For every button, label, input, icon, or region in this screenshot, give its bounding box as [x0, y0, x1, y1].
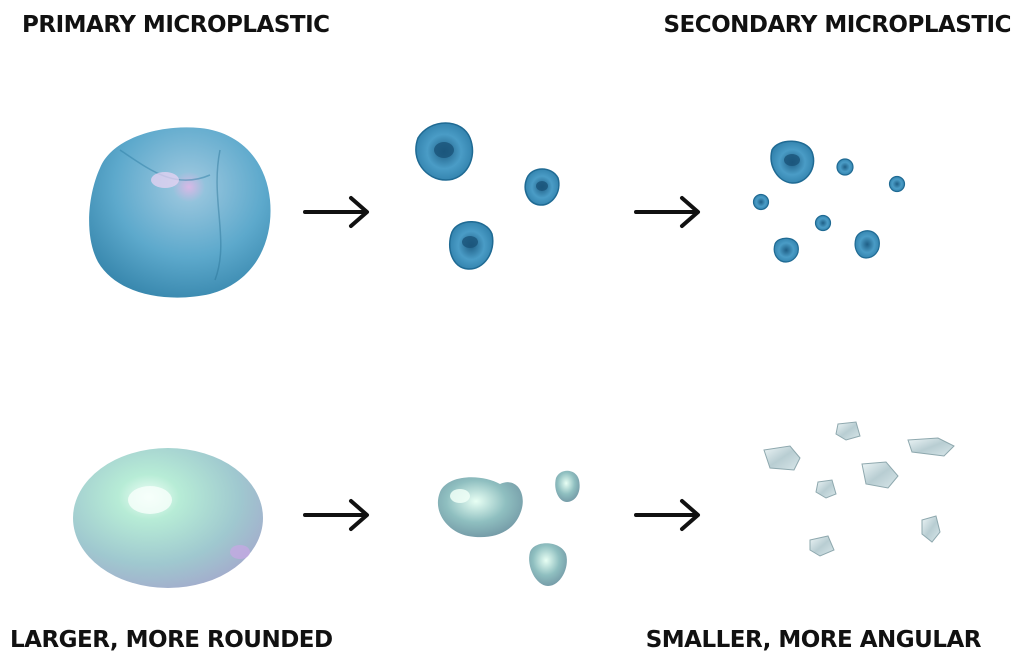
smaller-angular-label: SMALLER, MORE ANGULAR — [645, 627, 982, 653]
primary-microplastic-label: PRIMARY MICROPLASTIC — [22, 12, 330, 38]
right-arrow-icon — [303, 499, 369, 531]
medium-pearl-particles — [437, 470, 580, 586]
right-arrow-icon — [634, 499, 700, 531]
medium-blue-particles — [415, 122, 560, 270]
small-angular-shards — [763, 421, 955, 557]
large-pearl-ellipsoid — [73, 448, 263, 588]
large-blue-sphere — [89, 127, 271, 298]
larger-rounded-label: LARGER, MORE ROUNDED — [10, 627, 333, 653]
right-arrow-icon — [303, 196, 369, 228]
right-arrow-icon — [634, 196, 700, 228]
small-blue-particles — [752, 140, 906, 263]
secondary-microplastic-label: SECONDARY MICROPLASTIC — [663, 12, 1011, 38]
